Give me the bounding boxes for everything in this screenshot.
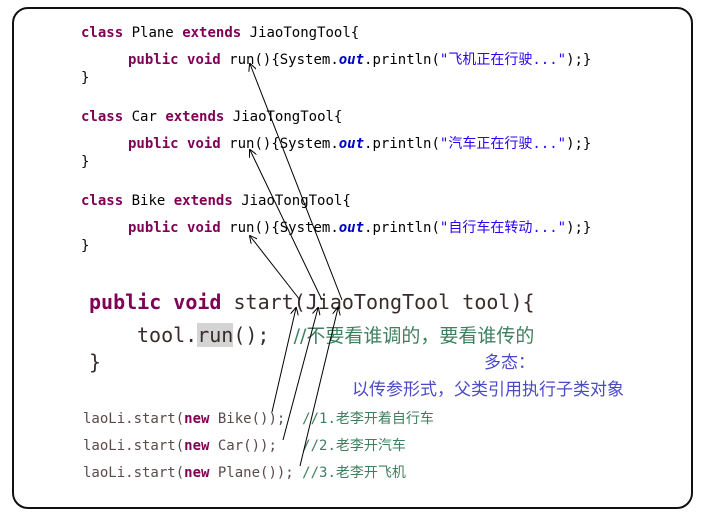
diagram-frame [12,7,693,509]
arrow-plane-run [250,64,343,301]
arrow-bike-run [250,236,301,301]
run-method: public void run(){System.out.println("汽车… [128,136,592,152]
class-declaration: class Plane extends JiaoTongTool{ [81,25,360,41]
polymorphism-label: 多态： [484,353,535,373]
arrow-car [282,308,318,441]
class-close: } [81,154,90,170]
tool-run-call: tool.run(); //不要看谁调的，要看谁传的 [137,323,535,347]
start-call: laoLi.start(new Bike()); //1.老李开着自行车 [83,411,434,427]
start-method-signature: public void start(JiaoTongTool tool){ [89,290,535,314]
class-close: } [81,238,90,254]
class-close: } [81,70,90,86]
start-method-close: } [89,350,102,374]
start-call: laoLi.start(new Car()); //2.老李开汽车 [83,438,406,454]
arrow-plane [299,308,338,467]
run-method: public void run(){System.out.println("自行… [128,220,592,236]
start-call: laoLi.start(new Plane()); //3.老李开飞机 [83,465,406,481]
class-declaration: class Bike extends JiaoTongTool{ [81,193,351,209]
run-method: public void run(){System.out.println("飞机… [128,52,592,68]
class-declaration: class Car extends JiaoTongTool{ [81,109,343,125]
polymorphism-explanation: 以传参形式，父类引用执行子类对象 [352,380,624,400]
arrow-car-run [250,150,323,301]
arrow-bike [271,308,296,413]
